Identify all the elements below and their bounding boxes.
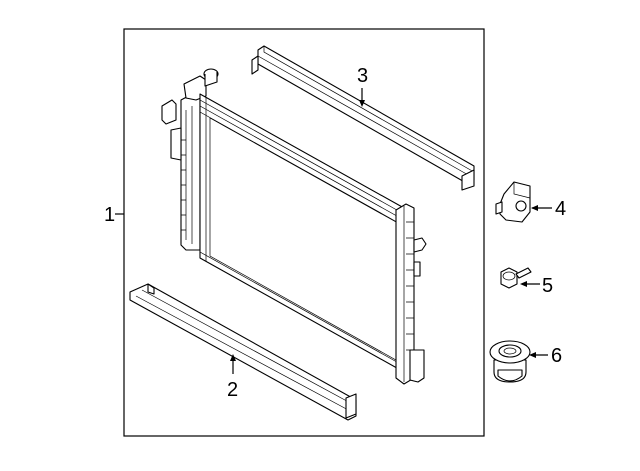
radiator-lower-bracket <box>409 349 425 383</box>
callout-1-label: 1 <box>104 204 115 226</box>
callout-4-label: 4 <box>555 198 566 220</box>
callout-6-arrow <box>529 352 536 358</box>
callout-3-label: 3 <box>357 65 368 87</box>
radiator <box>161 68 427 385</box>
radiator-mount-tab <box>161 99 177 125</box>
grommet <box>489 340 531 383</box>
callout-2-label: 2 <box>227 379 238 401</box>
bolt-shank <box>515 267 532 279</box>
callout-5-label: 5 <box>542 275 553 297</box>
radiator-left-tank <box>180 91 201 251</box>
bracket-body <box>499 181 531 223</box>
callout-5-arrow <box>520 281 527 287</box>
bracket-hole <box>515 200 527 212</box>
bolt <box>500 267 532 289</box>
upper-seal <box>251 45 475 191</box>
grommet-center <box>498 344 522 358</box>
lower-seal <box>129 283 357 421</box>
assembly-frame <box>123 28 485 437</box>
bracket <box>495 181 531 223</box>
radiator-left-bracket <box>170 127 182 161</box>
callout-6-label: 6 <box>551 345 562 367</box>
callout-2-arrow <box>230 354 236 361</box>
callout-3-arrow <box>359 100 365 107</box>
callout-4-arrow <box>531 205 538 211</box>
radiator-outlet <box>413 237 427 253</box>
